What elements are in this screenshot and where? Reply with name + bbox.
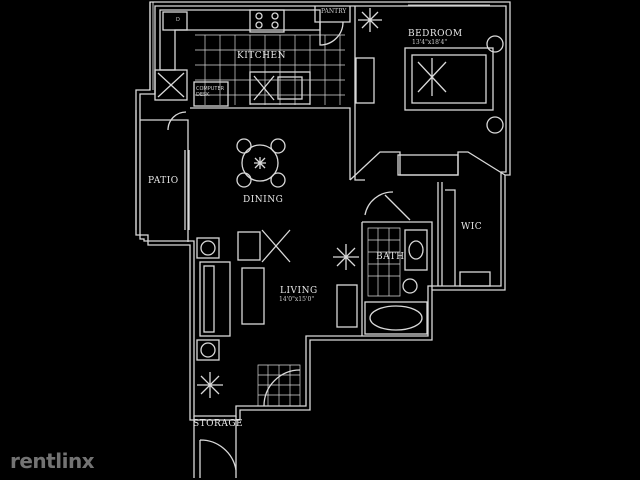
rentlinx-watermark: rentlinx (10, 449, 95, 473)
patio-label: PATIO (148, 176, 179, 186)
pantry-door (319, 21, 344, 46)
living-dimensions: 14'0"x15'0" (279, 296, 315, 303)
outer-wall-inner (139, 5, 507, 417)
stove-burner (255, 12, 263, 20)
entry-door (263, 369, 301, 407)
wic-shelf (445, 189, 456, 286)
sofa-back (203, 265, 215, 333)
window (408, 1, 490, 6)
storage-label: STORAGE (193, 419, 244, 429)
stove-burner (271, 21, 279, 29)
entry-tile (257, 364, 301, 407)
computer-desk (193, 81, 229, 107)
bedroom-dimensions: 13'4"x18'4" (412, 39, 448, 46)
patio-door (167, 111, 187, 131)
patio-wall (140, 119, 189, 242)
toilet (402, 278, 418, 294)
bath-door (364, 191, 394, 216)
island-cross (253, 75, 275, 101)
plant (333, 244, 359, 270)
stove-burner (271, 12, 279, 20)
ceiling-fan (417, 58, 447, 96)
dining-chair (236, 172, 252, 188)
patio-slider (184, 150, 190, 230)
stove (249, 9, 285, 33)
coffee-table (241, 267, 265, 325)
pantry-wall (314, 6, 351, 23)
computer-desk-label: COMPUTER DESK (196, 86, 225, 98)
closet-door (384, 194, 411, 221)
vanity (404, 229, 428, 271)
wic-wall (437, 182, 443, 286)
stove-burner (255, 21, 263, 29)
table-flower (254, 157, 266, 169)
interior-wall (349, 151, 506, 181)
sink (277, 76, 303, 100)
tv-chair (336, 284, 358, 328)
sofa (199, 261, 231, 337)
bath-wall (361, 221, 433, 336)
kitchen-counter (159, 9, 321, 71)
bath-tile (367, 227, 401, 297)
plant (358, 8, 382, 32)
nightstand-lamp (486, 116, 504, 134)
lamp-table (196, 237, 220, 259)
pantry-label: PANTRY (321, 8, 347, 15)
dishwasher (162, 11, 188, 31)
storage-door (199, 439, 237, 478)
plant (197, 372, 223, 398)
lamp-table (196, 339, 220, 361)
bed-inner (411, 54, 487, 104)
bath-label: BATH (376, 252, 405, 262)
wic-label: WIC (461, 222, 483, 232)
bathtub-basin (369, 305, 423, 331)
dining-chair (270, 138, 286, 154)
refrigerator-cross (157, 72, 185, 98)
dishwasher-label: D (176, 17, 180, 23)
dining-chair (236, 138, 252, 154)
kitchen-label: KITCHEN (237, 51, 286, 61)
living-label: LIVING (280, 286, 318, 296)
bed (404, 47, 494, 111)
window (149, 2, 154, 90)
dining-label: DINING (243, 195, 284, 205)
dresser (355, 57, 375, 104)
lamp (200, 240, 216, 256)
bathtub (364, 301, 428, 335)
wic-bench (459, 271, 491, 287)
dining-chair (270, 172, 286, 188)
sink-basin (408, 240, 424, 260)
closet-shelf (397, 154, 459, 176)
interior-wall (354, 6, 365, 181)
bedroom-label: BEDROOM (408, 29, 463, 39)
dining-table (241, 144, 279, 182)
armchair (237, 231, 261, 261)
lamp (200, 342, 216, 358)
nightstand-lamp (486, 35, 504, 53)
armchair-cross (261, 229, 291, 263)
refrigerator (154, 69, 188, 101)
kitchen-island (249, 71, 311, 105)
interior-wall (190, 107, 351, 180)
